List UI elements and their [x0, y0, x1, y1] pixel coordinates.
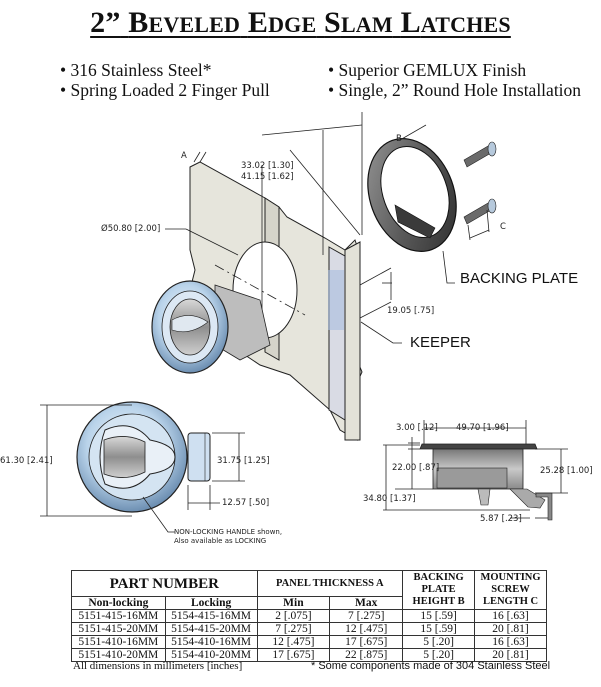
- technical-drawing: [40, 112, 568, 533]
- cell-screw-length: 20 [.81]: [474, 648, 547, 662]
- title-word: SLAM: [324, 6, 393, 39]
- dim-depth-2: 41.15 [1.62]: [241, 172, 294, 182]
- dim-keeper-spacing: 19.05 [.75]: [387, 306, 435, 316]
- header-min: Min: [256, 596, 331, 610]
- cell-plate-height: 5 [.20]: [402, 635, 476, 649]
- title-word: BEVELED: [128, 6, 241, 39]
- table-sub-header-row: Non-locking Locking Min Max: [71, 596, 547, 610]
- dim-body-depth: 22.00 [.87]: [392, 463, 440, 473]
- cell-max: 7 [.275]: [329, 609, 404, 623]
- dim-handle-width: 12.57 [.50]: [222, 498, 270, 508]
- header-backing-plate-height: BACKING PLATE HEIGHT B: [402, 570, 476, 610]
- cell-screw-length: 16 [.63]: [474, 609, 547, 623]
- cell-max: 17 [.675]: [329, 635, 404, 649]
- cell-min: 17 [.675]: [256, 648, 331, 662]
- cell-min: 7 [.275]: [256, 622, 331, 636]
- dim-flange-thickness: 3.00 [.12]: [396, 423, 438, 433]
- mounting-screws: [463, 141, 497, 225]
- dim-handle-height: 31.75 [1.25]: [217, 456, 270, 466]
- cell-locking: 5154-415-20MM: [164, 622, 258, 636]
- table-row: 5151-415-16MM 5154-415-16MM 2 [.075] 7 […: [71, 609, 547, 623]
- cell-locking: 5154-410-16MM: [164, 635, 258, 649]
- feature-bullet: • Superior GEMLUX Finish: [328, 60, 527, 80]
- cell-non-locking: 5151-410-20MM: [71, 648, 166, 662]
- table-row: 5151-410-16MM 5154-410-16MM 12 [.475] 17…: [71, 635, 547, 649]
- dim-label-c: C: [500, 222, 506, 232]
- header-part-number: PART NUMBER: [71, 570, 258, 597]
- cell-screw-length: 16 [.63]: [474, 635, 547, 649]
- material-footnote: * Some components made of 304 Stainless …: [311, 660, 551, 672]
- dim-label-a: A: [181, 151, 187, 161]
- cell-plate-height: 15 [.59]: [402, 622, 476, 636]
- handle-note: NON-LOCKING HANDLE shown, Also available…: [174, 528, 283, 545]
- header-panel-thickness: PANEL THICKNESS A: [256, 570, 404, 597]
- cell-min: 12 [.475]: [256, 635, 331, 649]
- cell-non-locking: 5151-410-16MM: [71, 635, 166, 649]
- part-number-table: PART NUMBER PANEL THICKNESS A BACKING PL…: [71, 570, 547, 662]
- page-title: 2” BEVELED EDGE SLAM LATCHES: [0, 6, 601, 40]
- feature-bullet: • 316 Stainless Steel*: [60, 60, 212, 80]
- cell-locking: 5154-415-16MM: [164, 609, 258, 623]
- dim-keeper-depth: 25.28 [1.00]: [540, 466, 593, 476]
- feature-bullet: • Single, 2” Round Hole Installation: [328, 80, 582, 100]
- cell-non-locking: 5151-415-16MM: [71, 609, 166, 623]
- dim-keeper-offset: 5.87 [.23]: [480, 514, 522, 524]
- cell-min: 2 [.075]: [256, 609, 331, 623]
- cell-plate-height: 15 [.59]: [402, 609, 476, 623]
- latch-housing-3d: [151, 280, 271, 374]
- title-prefix: 2”: [90, 6, 121, 39]
- cell-max: 12 [.475]: [329, 622, 404, 636]
- cell-screw-length: 20 [.81]: [474, 622, 547, 636]
- feature-bullet: • Spring Loaded 2 Finger Pull: [60, 80, 270, 100]
- header-non-locking: Non-locking: [71, 596, 166, 610]
- units-footnote: All dimensions in millimeters [inches]: [73, 660, 243, 672]
- title-word: LATCHES: [400, 6, 511, 39]
- table-group-header-row: PART NUMBER PANEL THICKNESS A BACKING PL…: [71, 570, 547, 610]
- cell-max: 22 [.875]: [329, 648, 404, 662]
- cell-non-locking: 5151-415-20MM: [71, 622, 166, 636]
- dim-overall-depth: 34.80 [1.37]: [363, 494, 416, 504]
- dim-label-b: B: [396, 134, 402, 144]
- title-word: EDGE: [247, 6, 317, 39]
- dim-body-width: 49.70 [1.96]: [456, 423, 509, 433]
- front-view: [76, 401, 211, 513]
- dim-overall-diameter: 61.30 [2.41]: [0, 456, 53, 466]
- side-view: [419, 443, 553, 521]
- dim-hole-diameter: Ø50.80 [2.00]: [101, 224, 161, 234]
- table-row: 5151-415-20MM 5154-415-20MM 7 [.275] 12 …: [71, 622, 547, 636]
- callout-keeper: KEEPER: [410, 334, 471, 351]
- dim-depth-1: 33.02 [1.30]: [241, 161, 294, 171]
- cell-locking: 5154-410-20MM: [164, 648, 258, 662]
- backing-plate-3d: [367, 138, 457, 252]
- header-max: Max: [329, 596, 404, 610]
- callout-backing-plate: BACKING PLATE: [460, 270, 579, 287]
- header-locking: Locking: [164, 596, 258, 610]
- table-row: 5151-410-20MM 5154-410-20MM 17 [.675] 22…: [71, 648, 547, 662]
- header-mounting-screw-length: MOUNTING SCREW LENGTH C: [474, 570, 547, 610]
